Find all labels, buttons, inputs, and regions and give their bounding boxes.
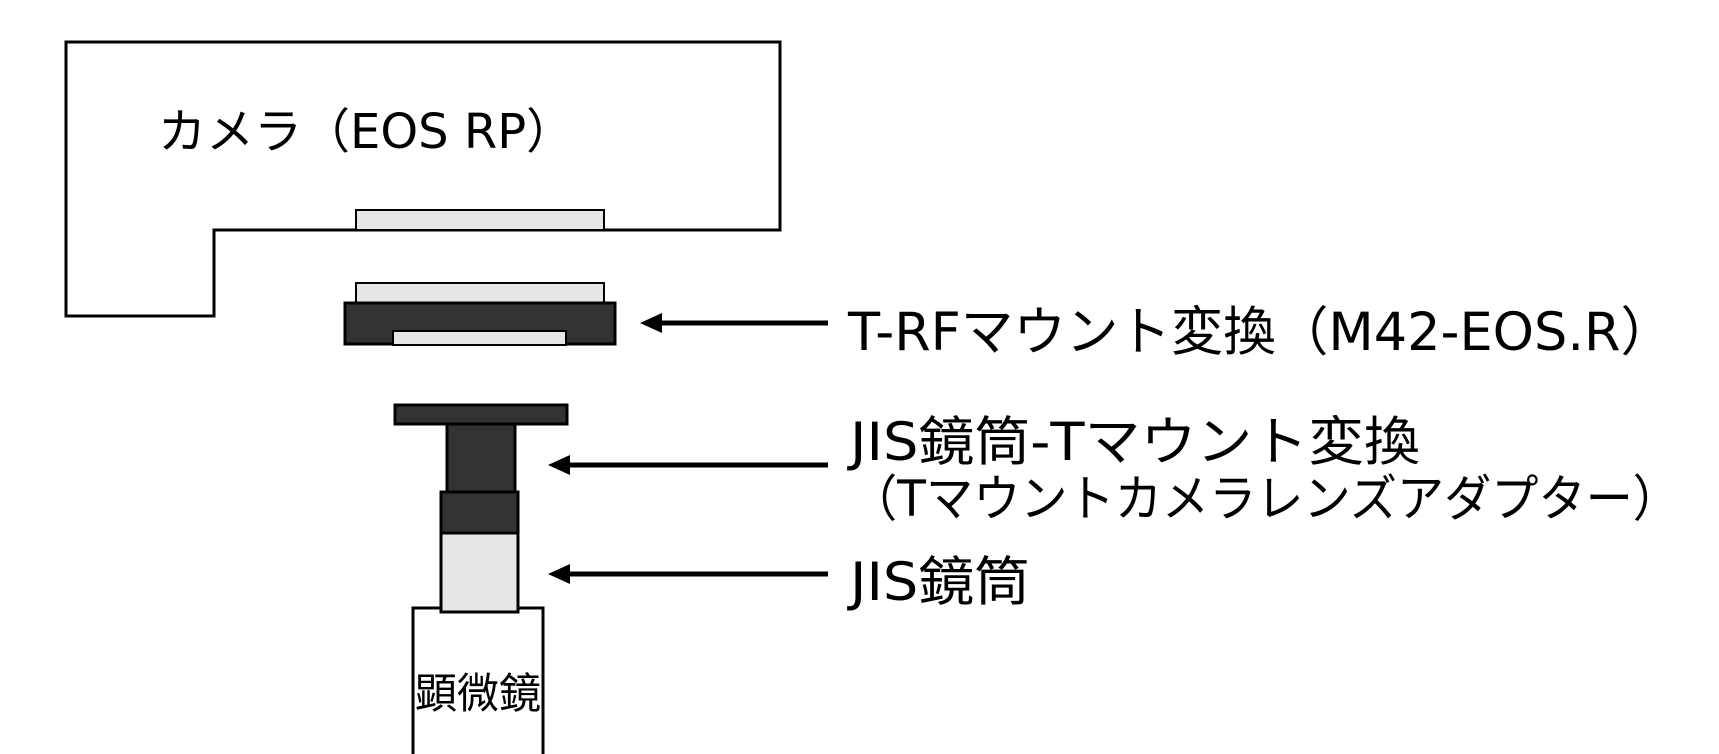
jis-tube <box>439 531 520 614</box>
jis-t-adapter-flange <box>393 403 569 426</box>
jis-tube-label: JIS鏡筒 <box>847 552 1030 613</box>
camera-label: カメラ（EOS RP） <box>158 104 574 160</box>
camera-body <box>64 40 782 318</box>
jis-t-adapter-label: JIS鏡筒-Tマウント変換 <box>847 412 1420 473</box>
jis-t-adapter-sleeve <box>439 490 520 535</box>
microscope-label: 顕微鏡 <box>415 669 541 718</box>
arrow-jis-tube <box>548 564 828 584</box>
jis-t-adapter-sublabel: （Tマウントカメラレンズアダプター） <box>850 470 1680 528</box>
t-rf-adapter-bottom-thread <box>392 330 567 346</box>
jis-t-adapter-stem <box>445 422 517 494</box>
camera-rf-mount <box>355 209 605 231</box>
microscope-body <box>411 606 545 754</box>
arrow-jis-t-adapter <box>548 455 828 475</box>
t-rf-adapter-top-flange <box>355 282 605 304</box>
arrow-t-rf-adapter <box>640 313 828 333</box>
t-rf-mount-adapter <box>343 282 617 346</box>
t-rf-adapter-label: T-RFマウント変換（M42-EOS.R） <box>847 302 1673 363</box>
jis-t-mount-adapter <box>393 403 569 535</box>
